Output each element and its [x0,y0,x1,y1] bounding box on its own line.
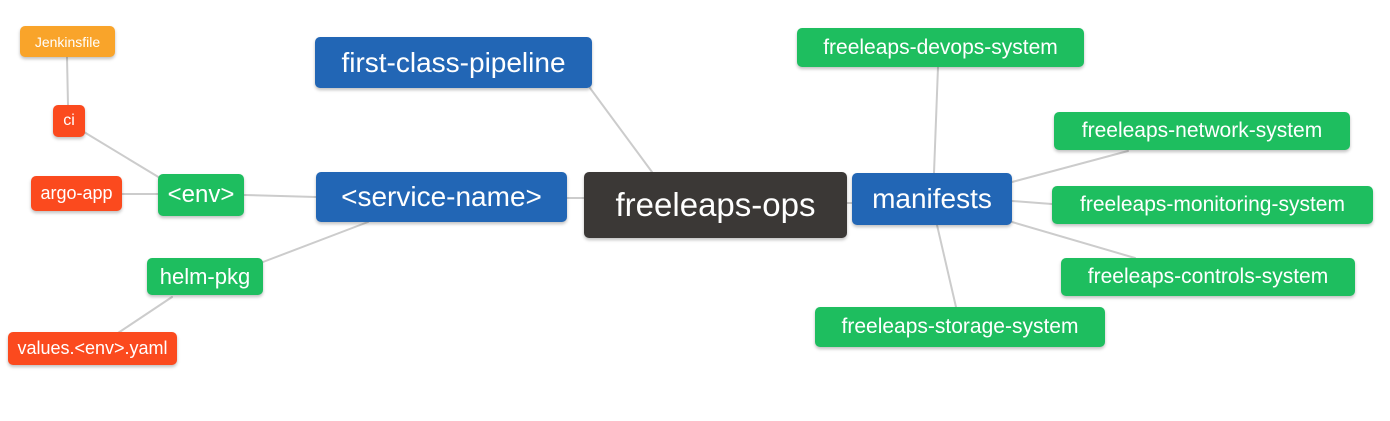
node-freeleaps-storage-system[interactable]: freeleaps-storage-system [815,307,1105,347]
edge-manifests-devops [933,66,939,174]
edge-helm-pkg-service-name [262,221,369,263]
edge-manifests-monitoring [1011,200,1053,205]
node-first-class-pipeline[interactable]: first-class-pipeline [315,37,592,88]
edge-values-helm-pkg [117,296,173,334]
node-values-env-yaml[interactable]: values.<env>.yaml [8,332,177,365]
node-freeleaps-controls-system[interactable]: freeleaps-controls-system [1061,258,1355,296]
node-argo-app[interactable]: argo-app [31,176,122,211]
edge-first-class-pipeline-ops [589,87,653,173]
node-service-name[interactable]: <service-name> [316,172,567,222]
node-env[interactable]: <env> [158,174,244,216]
node-freeleaps-network-system[interactable]: freeleaps-network-system [1054,112,1350,150]
edge-manifests-network [1011,150,1129,183]
edge-manifests-controls [1011,221,1136,259]
node-freeleaps-devops-system[interactable]: freeleaps-devops-system [797,28,1084,67]
node-ci[interactable]: ci [53,105,85,137]
node-jenkinsfile[interactable]: Jenkinsfile [20,26,115,57]
edge-manifests-storage [936,224,957,308]
node-helm-pkg[interactable]: helm-pkg [147,258,263,295]
edge-env-service-name [243,194,317,198]
edge-ci-env [83,131,161,179]
node-manifests[interactable]: manifests [852,173,1012,225]
edge-jenkinsfile-ci [66,56,69,106]
node-freeleaps-monitoring-system[interactable]: freeleaps-monitoring-system [1052,186,1373,224]
node-freeleaps-ops[interactable]: freeleaps-ops [584,172,847,238]
